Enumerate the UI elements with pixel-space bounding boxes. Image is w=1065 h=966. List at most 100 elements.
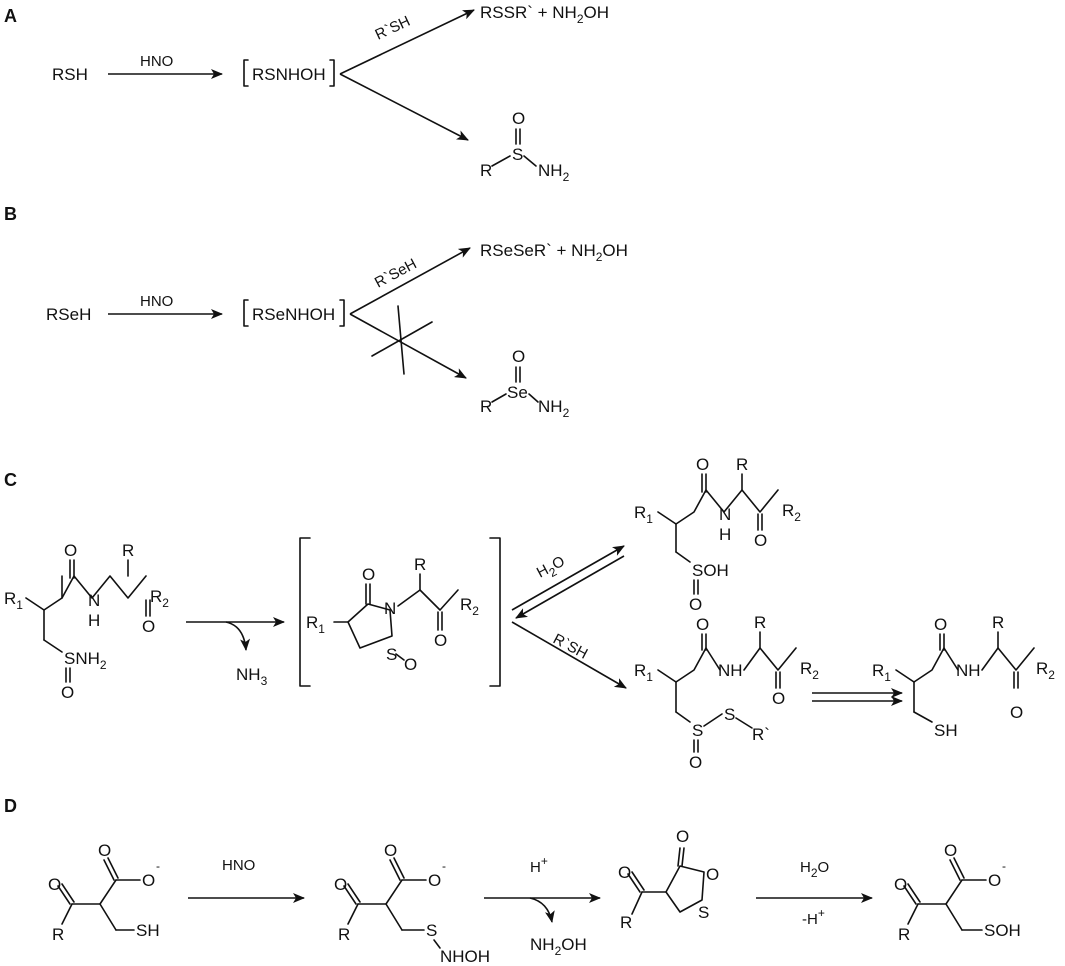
- svg-text:NH: NH: [718, 661, 743, 680]
- panel-a-arrow-lower: [339, 73, 469, 141]
- panel-a-label: A: [4, 6, 17, 26]
- svg-text:Se: Se: [507, 383, 528, 402]
- panel-a-bracket-right: [329, 59, 335, 87]
- svg-text:O: O: [618, 863, 631, 882]
- panel-b-blocked-cross-2: [397, 305, 405, 375]
- panel-b-bracket-left: [243, 299, 249, 327]
- panel-a-reagent: HNO: [140, 53, 173, 70]
- svg-text:O: O: [894, 875, 907, 894]
- svg-text:N: N: [384, 599, 396, 618]
- svg-text:O: O: [934, 615, 947, 634]
- svg-text:R2: R2: [460, 595, 479, 618]
- panel-a-arrow-upper: [339, 9, 475, 75]
- panel-b-intermediate: RSeNHOH: [252, 305, 335, 324]
- svg-text:R1: R1: [872, 661, 891, 684]
- panel-d-byproduct-arrow: [529, 897, 555, 923]
- svg-text:R: R: [414, 555, 426, 574]
- svg-text:R2: R2: [782, 501, 801, 524]
- panel-b-bracket-right: [339, 299, 345, 327]
- panel-c-start-molecule: R1 O R N H O R2 SNH2 O: [4, 541, 169, 702]
- panel-c-eq-reverse: [515, 555, 625, 619]
- svg-text:N: N: [719, 505, 731, 524]
- panel-d-molecule-4: O R O O - SOH: [894, 841, 1021, 944]
- panel-c-thiol: R1 O R NH O R2 SH: [872, 613, 1055, 740]
- panel-b-upper-reagent: R`SeH: [372, 255, 420, 291]
- svg-text:O: O: [689, 753, 702, 772]
- svg-text:R1: R1: [634, 503, 653, 526]
- svg-text:O: O: [512, 109, 525, 128]
- svg-text:O: O: [61, 683, 74, 702]
- svg-text:R: R: [620, 913, 632, 932]
- svg-text:O: O: [754, 531, 767, 550]
- svg-text:O: O: [334, 875, 347, 894]
- panel-b-reagent: HNO: [140, 293, 173, 310]
- svg-text:-: -: [156, 859, 160, 873]
- panel-c-bracket-right: [489, 537, 501, 687]
- svg-text:S: S: [512, 145, 523, 164]
- svg-text:R1: R1: [4, 589, 23, 612]
- svg-text:O: O: [944, 841, 957, 860]
- svg-text:R: R: [992, 613, 1004, 632]
- panel-a-upper-product: RSSR` + NH2OH: [480, 3, 609, 26]
- svg-text:S: S: [698, 903, 709, 922]
- svg-text:H: H: [88, 611, 100, 630]
- svg-text:O: O: [434, 631, 447, 650]
- panel-d-molecule-3: O R O O S: [618, 827, 719, 932]
- svg-text:R2: R2: [800, 659, 819, 682]
- svg-text:-: -: [1002, 859, 1006, 873]
- panel-d: D O R O O - SH HNO O R: [4, 796, 1021, 966]
- panel-a-sulfinamide: O S R NH2: [480, 109, 570, 184]
- panel-a-upper-reagent: R`SH: [373, 13, 413, 44]
- svg-text:S: S: [724, 705, 735, 724]
- panel-b-arrow-lower: [349, 313, 467, 379]
- svg-text:O: O: [696, 615, 709, 634]
- svg-text:O: O: [98, 841, 111, 860]
- svg-text:-: -: [442, 859, 446, 873]
- svg-text:SNH2: SNH2: [64, 649, 107, 672]
- svg-text:R: R: [898, 925, 910, 944]
- svg-text:R`: R`: [752, 725, 770, 744]
- svg-text:R: R: [754, 613, 766, 632]
- svg-text:R: R: [122, 541, 134, 560]
- svg-text:S: S: [426, 921, 437, 940]
- panel-d-label: D: [4, 796, 17, 816]
- svg-text:SOH: SOH: [692, 561, 729, 580]
- svg-text:N: N: [88, 591, 100, 610]
- panel-b-upper-product: RSeSeR` + NH2OH: [480, 241, 628, 264]
- panel-c-bracket-left: [299, 537, 311, 687]
- panel-a-bracket-left: [243, 59, 249, 87]
- panel-c-byproduct-arrow: [225, 621, 251, 651]
- svg-text:O: O: [1010, 703, 1023, 722]
- svg-text:R2: R2: [1036, 659, 1055, 682]
- panel-d-reagent-3: H2O: [800, 859, 829, 880]
- panel-b-reactant: RSeH: [46, 305, 91, 324]
- svg-text:SH: SH: [934, 721, 958, 740]
- panel-d-reagent-3-minus: -H+: [802, 906, 825, 928]
- svg-text:H: H: [719, 525, 731, 544]
- svg-text:O: O: [384, 841, 397, 860]
- panel-b-label: B: [4, 204, 17, 224]
- svg-text:NHOH: NHOH: [440, 947, 490, 966]
- svg-text:R: R: [52, 925, 64, 944]
- svg-text:O: O: [428, 871, 441, 890]
- panel-c-thiosulfinate: R1 O R NH O R2 S S R` O: [634, 613, 819, 772]
- svg-text:O: O: [676, 827, 689, 846]
- panel-c-byproduct: NH3: [236, 665, 268, 688]
- panel-c-label: C: [4, 470, 17, 490]
- panel-d-reagent-1: HNO: [222, 857, 255, 874]
- svg-text:R2: R2: [150, 587, 169, 610]
- panel-b-seleninamide: O Se R NH2: [480, 347, 570, 420]
- panel-c-intermediate-molecule: R1 O N R O R2 S O: [306, 555, 479, 674]
- svg-text:R1: R1: [634, 661, 653, 684]
- panel-c-eq-forward: [511, 545, 625, 611]
- svg-text:S: S: [692, 721, 703, 740]
- panel-d-molecule-1: O R O O - SH: [48, 841, 160, 944]
- panel-c-lower-reagent: R`SH: [550, 631, 590, 663]
- svg-text:O: O: [772, 689, 785, 708]
- svg-text:O: O: [48, 875, 61, 894]
- svg-text:O: O: [142, 871, 155, 890]
- panel-d-byproduct: NH2OH: [530, 935, 587, 958]
- svg-text:O: O: [404, 655, 417, 674]
- panel-c-sulfinic-acid: R1 O R N H O R2 SOH O: [634, 455, 801, 614]
